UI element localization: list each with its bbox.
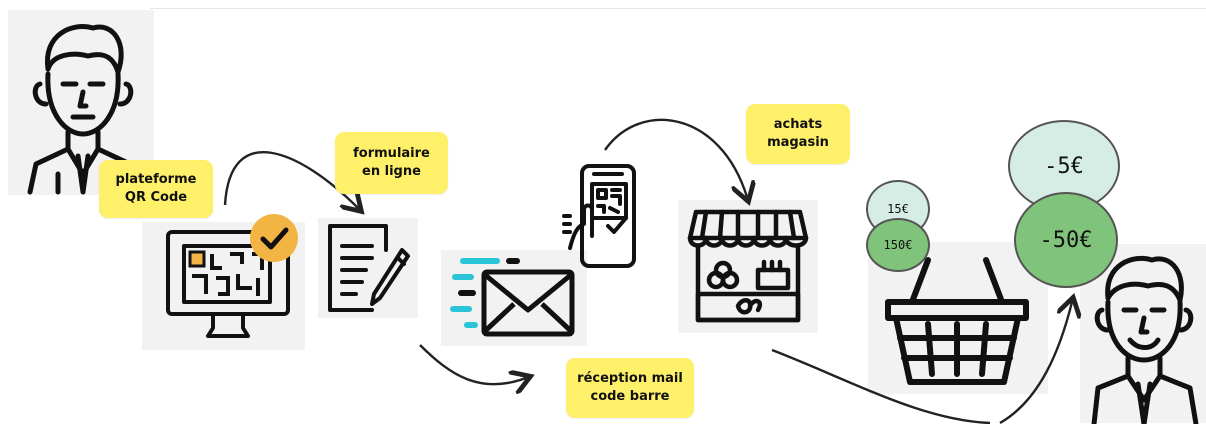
label-achats-magasin: achats magasin [746, 104, 850, 164]
top-divider [150, 8, 1206, 9]
label-achats-line1: achats [773, 117, 823, 132]
coin-minus-50: -50€ [1014, 192, 1118, 288]
basket-icon [885, 257, 1029, 385]
arrow-shop-to-person [771, 348, 991, 424]
label-plateforme-line2: QR Code [124, 190, 188, 205]
label-reception-line1: réception mail [577, 371, 683, 386]
envelope-icon [450, 258, 575, 337]
label-reception-mail: réception mail code barre [566, 358, 694, 418]
label-formulaire-line1: formulaire [353, 146, 430, 161]
checkmark-icon [250, 214, 298, 262]
label-formulaire-line2: en ligne [362, 164, 421, 179]
coin-150: 150€ [866, 218, 930, 272]
document-pen-icon [328, 224, 410, 312]
label-formulaire: formulaire en ligne [335, 132, 448, 194]
arrow-phone-to-shop [604, 118, 747, 197]
arrow-form-to-mail [419, 344, 526, 384]
label-plateforme-qr: plateforme QR Code [99, 160, 213, 218]
arrow-basket-to-person [999, 302, 1072, 424]
label-plateforme-line1: plateforme [115, 172, 197, 187]
shop-stall-icon [687, 209, 809, 323]
label-achats-line2: magasin [767, 135, 829, 150]
smiling-person-icon [1091, 255, 1199, 424]
phone-qr-icon [562, 164, 636, 268]
label-reception-line2: code barre [590, 389, 670, 404]
